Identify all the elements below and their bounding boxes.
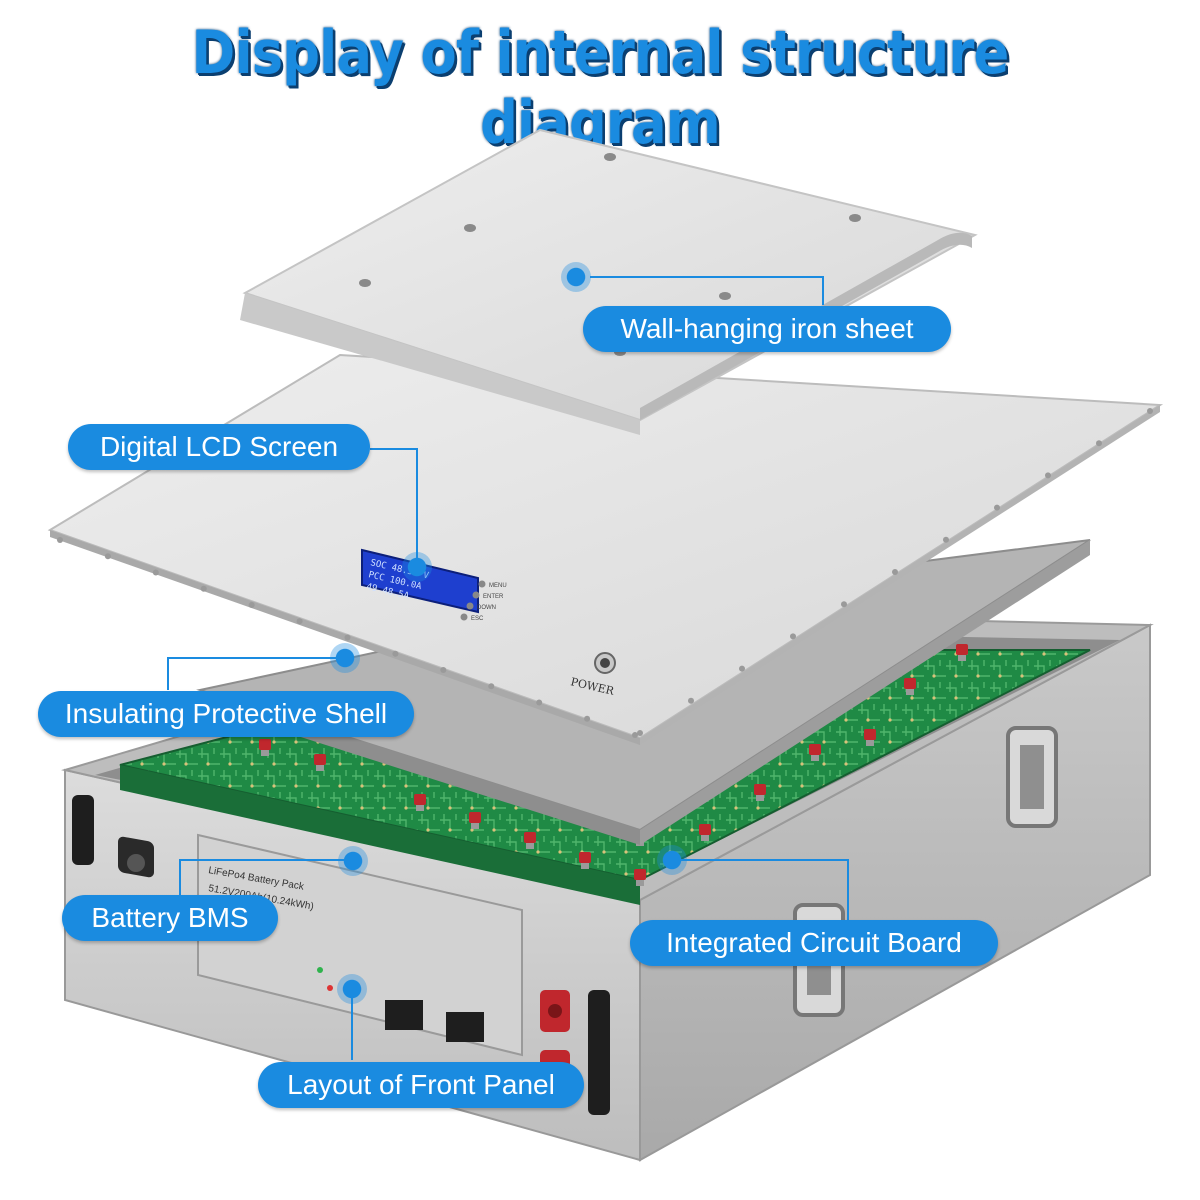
leader-bms <box>179 859 352 898</box>
terminal-post <box>416 805 424 811</box>
terminal-post <box>811 755 819 761</box>
terminal-post <box>261 750 269 756</box>
red-terminal <box>956 644 968 655</box>
red-terminal <box>809 744 821 755</box>
red-terminal <box>864 729 876 740</box>
red-terminal <box>754 784 766 795</box>
screw <box>943 536 949 543</box>
screw <box>994 504 1000 511</box>
plate-screws <box>57 408 1153 738</box>
leader-lines <box>167 276 849 1060</box>
mount-hole <box>464 224 476 232</box>
terminal-post <box>756 795 764 801</box>
screw <box>790 633 796 640</box>
wall-sheet-label: Wall-hanging iron sheet <box>583 306 951 352</box>
leader-shell <box>167 657 344 690</box>
screw <box>104 553 111 560</box>
front-panel-label: Layout of Front Panel <box>258 1062 584 1108</box>
red-terminal <box>414 794 426 805</box>
screw <box>536 699 543 706</box>
terminal-post <box>471 823 479 829</box>
page-title: Display of internal structure diagram <box>191 18 1010 158</box>
leader-lcd <box>370 448 418 566</box>
red-terminal <box>524 832 536 843</box>
screw <box>1147 408 1153 414</box>
terminal-post <box>316 765 324 771</box>
red-terminal <box>314 754 326 765</box>
red-terminal <box>699 824 711 835</box>
screw <box>584 715 591 722</box>
red-terminal <box>579 852 591 863</box>
case-handles <box>72 726 1058 1115</box>
screw <box>637 730 643 736</box>
esc-button-label: ESC <box>471 616 484 622</box>
mount-hole <box>359 279 371 287</box>
screw <box>488 683 495 690</box>
screw <box>152 569 159 576</box>
lcd-label: Digital LCD Screen <box>68 424 370 470</box>
down-button-label: DOWN <box>477 605 496 611</box>
mount-hole <box>719 292 731 300</box>
screw <box>392 650 399 657</box>
terminal-post <box>701 835 709 841</box>
red-terminal <box>469 812 481 823</box>
bms-marker <box>338 846 368 876</box>
lcd-menu-buttons: MENU ENTER DOWN ESC <box>460 580 507 622</box>
terminal-post <box>636 880 644 886</box>
screw <box>1096 440 1102 447</box>
mount-hole <box>604 153 616 161</box>
terminal-post <box>958 655 966 661</box>
screw <box>632 732 638 738</box>
circuit-marker <box>657 845 687 875</box>
shell-label: Insulating Protective Shell <box>38 691 414 737</box>
screw <box>1045 472 1051 479</box>
screw <box>739 665 745 672</box>
sheet-mount-holes <box>359 153 861 356</box>
enter-button-label: ENTER <box>483 594 504 600</box>
screw <box>688 697 694 704</box>
screw <box>296 618 303 625</box>
terminal-post <box>526 843 534 849</box>
screw <box>248 602 255 608</box>
terminal-post <box>581 863 589 869</box>
terminal-post <box>906 689 914 695</box>
leader-wall-sheet <box>590 276 824 305</box>
terminal-post <box>866 740 874 746</box>
shell-marker <box>330 643 360 673</box>
screw <box>57 537 63 543</box>
red-terminal <box>634 869 646 880</box>
red-terminal <box>259 739 271 750</box>
red-terminal <box>904 678 916 689</box>
bms-label: Battery BMS <box>62 895 278 941</box>
lcd-marker <box>402 552 432 582</box>
menu-button-label: MENU <box>489 583 507 589</box>
screw <box>841 601 847 608</box>
screw <box>892 569 898 575</box>
screw <box>344 634 351 641</box>
circuit-label: Integrated Circuit Board <box>630 920 998 966</box>
leader-circuit <box>672 859 849 920</box>
mount-hole <box>849 214 861 222</box>
front-panel-marker <box>337 974 367 1004</box>
screw <box>200 585 207 592</box>
screw <box>440 667 447 673</box>
wall-sheet-marker <box>561 262 591 292</box>
